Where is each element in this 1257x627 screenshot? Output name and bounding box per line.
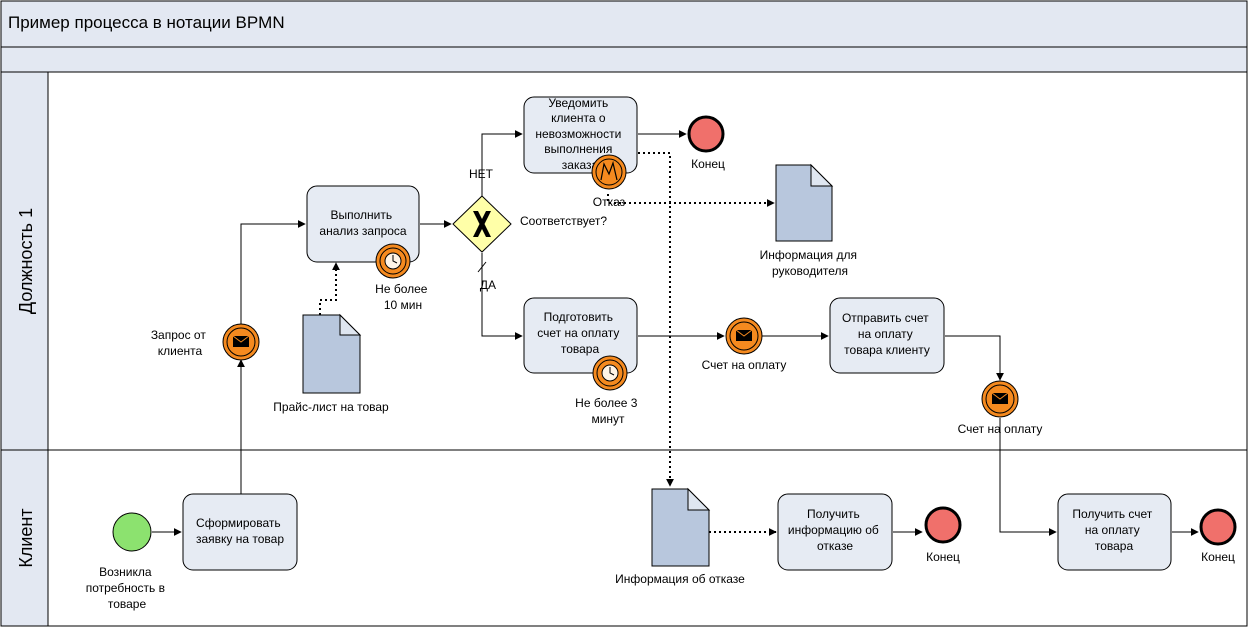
sequence-flows bbox=[152, 130, 1199, 536]
request-label-line-1: Запрос от bbox=[151, 328, 207, 342]
timer-3min-line-1: Не более 3 bbox=[575, 396, 638, 410]
task-form-line-2: заявку на товар bbox=[196, 532, 284, 546]
task-notify-line-5: заказа bbox=[562, 158, 599, 172]
svg-text:Выполнить анализ запроса: Выполнить анализ запроса bbox=[319, 208, 407, 238]
info-manager-line-1: Информация для bbox=[760, 248, 857, 262]
task-prepare-line-2: счет на оплату bbox=[537, 326, 619, 340]
start-label-line-2: потребность в bbox=[86, 581, 165, 595]
message-event-request[interactable] bbox=[222, 323, 260, 361]
lane-label-position-1: Должность 1 bbox=[16, 208, 36, 314]
message-event-invoice-2[interactable] bbox=[981, 380, 1019, 418]
pool-title: Пример процесса в нотации BPMN bbox=[8, 13, 285, 32]
end-event-1-label: Конец bbox=[691, 157, 725, 171]
envelope-icon bbox=[232, 335, 250, 347]
task-analyze-line-2: анализ запроса bbox=[319, 224, 407, 238]
invoice-event-2-label: Счет на оплату bbox=[958, 422, 1043, 436]
gateway-yes-label: ДА bbox=[480, 278, 496, 292]
refusal-label: Отказ bbox=[593, 195, 626, 209]
start-event[interactable] bbox=[112, 512, 152, 552]
envelope-icon bbox=[991, 392, 1009, 404]
clock-icon bbox=[384, 252, 402, 270]
task-receive-invoice[interactable]: Получить счет на оплату товара bbox=[1057, 493, 1172, 571]
message-event-invoice[interactable] bbox=[725, 317, 763, 355]
exclusive-gateway[interactable] bbox=[452, 195, 512, 253]
info-manager-label: Информация для руководителя bbox=[760, 248, 861, 278]
associations bbox=[319, 152, 777, 536]
task-notify-client[interactable]: Уведомить клиента о невозможности выполн… bbox=[523, 96, 638, 174]
end-event-3[interactable] bbox=[1199, 508, 1237, 546]
task-send-invoice[interactable]: Отправить счет на оплату товара клиенту bbox=[829, 297, 945, 374]
task-form-request[interactable]: Сформировать заявку на товар bbox=[182, 493, 298, 571]
x-icon bbox=[473, 211, 491, 237]
timer-10min-label: Не более 10 мин bbox=[375, 282, 431, 312]
refusal-info-label: Информация об отказе bbox=[615, 572, 745, 586]
task-receive-info-line-1: Получить bbox=[807, 507, 860, 521]
end-event-1[interactable] bbox=[687, 115, 725, 153]
clock-icon bbox=[601, 364, 619, 382]
task-receive-invoice-line-3: товара bbox=[1095, 539, 1134, 553]
task-form-line-1: Сформировать bbox=[196, 516, 281, 530]
task-receive-invoice-line-2: на оплату bbox=[1085, 523, 1140, 537]
error-event-refusal[interactable] bbox=[591, 154, 627, 190]
end-event-3-label: Конец bbox=[1201, 550, 1235, 564]
task-analyze-request[interactable]: Выполнить анализ запроса bbox=[306, 185, 420, 263]
svg-text:Отправить счет на оплату: Отправить счет на оплату товара клиенту bbox=[842, 311, 932, 357]
task-send-line-2: на оплату bbox=[858, 327, 913, 341]
timer-event-3min[interactable] bbox=[592, 355, 628, 391]
price-list-label: Прайс-лист на товар bbox=[273, 400, 389, 414]
svg-text:Уведомить клиента о: Уведомить клиента о невозможности выполн… bbox=[535, 96, 624, 172]
task-prepare-invoice[interactable]: Подготовить счет на оплату товара bbox=[523, 297, 638, 374]
timer-10min-line-2: 10 мин bbox=[384, 298, 422, 312]
envelope-icon bbox=[735, 329, 753, 341]
svg-text:Получить счет на оплату: Получить счет на оплату товара bbox=[1072, 507, 1155, 553]
task-notify-line-3: невозможности bbox=[535, 127, 621, 141]
svg-text:Подготовить счет на опла: Подготовить счет на оплату товара bbox=[537, 310, 622, 356]
invoice-event-label: Счет на оплату bbox=[702, 358, 787, 372]
task-notify-line-4: выполнения bbox=[544, 142, 612, 156]
gateway-question-label: Соответствует? bbox=[520, 214, 607, 228]
document-price-list[interactable] bbox=[302, 313, 362, 394]
gateway-no-label: НЕТ bbox=[469, 167, 494, 181]
request-label-line-2: клиента bbox=[158, 344, 203, 358]
document-info-for-manager[interactable] bbox=[775, 163, 834, 242]
start-label-line-1: Возникла bbox=[99, 565, 152, 579]
task-send-line-1: Отправить счет bbox=[842, 311, 929, 325]
task-receive-info-line-2: информацию об bbox=[788, 523, 879, 537]
task-receive-refusal-info[interactable]: Получить информацию об отказе bbox=[777, 493, 893, 571]
end-event-2-label: Конец bbox=[926, 550, 960, 564]
task-prepare-line-1: Подготовить bbox=[544, 310, 613, 324]
lane-label-client: Клиент bbox=[16, 508, 36, 567]
timer-3min-label: Не более 3 минут bbox=[575, 396, 641, 426]
task-notify-line-2: клиента о bbox=[551, 111, 606, 125]
info-manager-line-2: руководителя bbox=[772, 264, 848, 278]
lane-client: Клиент bbox=[0, 449, 1248, 627]
task-notify-line-1: Уведомить bbox=[548, 96, 608, 110]
task-prepare-line-3: товара bbox=[561, 342, 600, 356]
task-analyze-line-1: Выполнить bbox=[331, 208, 393, 222]
start-event-label: Возникла потребность в товаре bbox=[86, 565, 169, 611]
task-receive-info-line-3: отказе bbox=[817, 539, 853, 553]
document-refusal-info[interactable] bbox=[651, 487, 711, 567]
pool-title-bar bbox=[0, 0, 1248, 48]
task-receive-invoice-line-1: Получить счет bbox=[1072, 507, 1152, 521]
timer-10min-line-1: Не более bbox=[375, 282, 428, 296]
timer-3min-line-2: минут bbox=[591, 412, 625, 426]
task-send-line-3: товара клиенту bbox=[844, 343, 930, 357]
start-label-line-3: товаре bbox=[108, 597, 147, 611]
timer-event-10min[interactable] bbox=[375, 243, 411, 279]
svg-text:Получить информацию об: Получить информацию об отказе bbox=[788, 507, 882, 553]
request-label: Запрос от клиента bbox=[151, 328, 209, 358]
end-event-2[interactable] bbox=[924, 506, 962, 544]
lightning-icon bbox=[600, 160, 618, 181]
pool-subheader bbox=[0, 46, 1248, 73]
svg-text:Сформировать заявку на т: Сформировать заявку на товар bbox=[196, 516, 284, 546]
